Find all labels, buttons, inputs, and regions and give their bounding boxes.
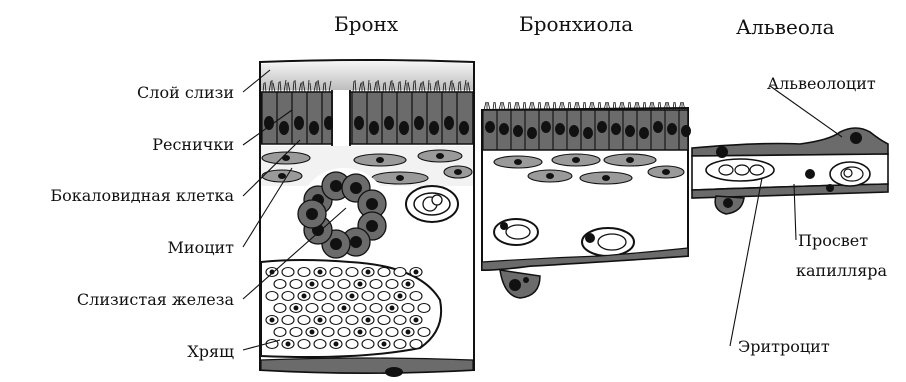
label-goblet-cell: Бокаловидная клетка — [50, 188, 234, 204]
bronchus-section — [260, 60, 474, 377]
label-mucous-gland: Слизистая железа — [77, 292, 234, 308]
bronchiole-section — [482, 102, 691, 298]
alveolus-section — [692, 128, 888, 214]
label-cartilage: Хрящ — [187, 344, 234, 360]
label-alveolocyte: Альвеолоцит — [767, 76, 876, 92]
label-capillary-lumen-line2: капилляра — [796, 263, 887, 279]
bronchus-adventitia — [261, 358, 473, 373]
mucus-layer-shape — [261, 61, 473, 90]
label-erythrocyte: Эритроцит — [738, 339, 830, 355]
label-cilia: Реснички — [152, 137, 234, 153]
label-mucus-layer: Слой слизи — [137, 85, 234, 101]
label-myocyte: Миоцит — [168, 240, 234, 256]
column-title-bronchus: Бронх — [334, 14, 398, 34]
mucous-gland-acinus — [298, 168, 390, 260]
label-capillary-lumen-line1: Просвет — [798, 233, 868, 249]
column-title-bronchiole: Бронхиола — [519, 14, 633, 34]
column-title-alveolus: Альвеола — [736, 17, 835, 37]
